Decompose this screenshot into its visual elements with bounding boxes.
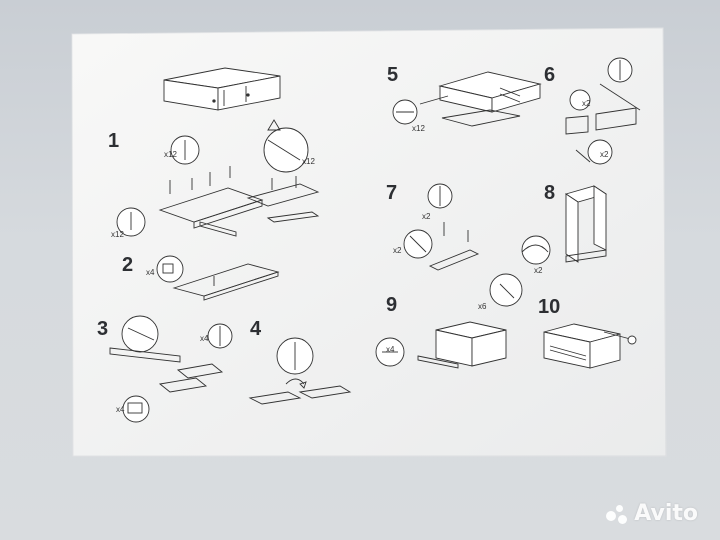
qty-label: x6 bbox=[478, 302, 487, 311]
qty-label: x4 bbox=[146, 268, 155, 277]
qty-label: x4 bbox=[116, 405, 125, 414]
qty-label: x2 bbox=[422, 212, 431, 221]
step-number-8: 8 bbox=[544, 182, 556, 204]
step-6-illustration bbox=[565, 57, 641, 165]
avito-watermark: Avito bbox=[604, 501, 698, 526]
step-4-illustration bbox=[248, 337, 352, 405]
qty-label: x4 bbox=[200, 334, 209, 343]
step-number-4: 4 bbox=[250, 318, 262, 340]
step-5-illustration bbox=[392, 71, 542, 127]
step-number-1: 1 bbox=[108, 130, 120, 152]
qty-label: x12 bbox=[111, 230, 124, 239]
qty-label: x2 bbox=[393, 246, 402, 255]
step-9-illustration bbox=[375, 273, 523, 369]
step-number-5: 5 bbox=[387, 64, 399, 86]
avito-logo-icon bbox=[604, 503, 630, 525]
step-10-illustration bbox=[543, 323, 637, 369]
qty-label: x4 bbox=[386, 345, 395, 354]
step-number-2: 2 bbox=[122, 254, 134, 276]
qty-label: x12 bbox=[164, 150, 177, 159]
qty-label: x2 bbox=[534, 266, 543, 275]
step-2-illustration bbox=[156, 255, 280, 301]
qty-label: x2 bbox=[600, 150, 609, 159]
qty-label: x12 bbox=[412, 124, 425, 133]
cabinet-illustration bbox=[163, 67, 281, 111]
step-number-7: 7 bbox=[386, 182, 398, 204]
step-7-illustration bbox=[403, 183, 480, 271]
step-number-3: 3 bbox=[97, 318, 109, 340]
watermark-text: Avito bbox=[634, 501, 698, 526]
step-number-10: 10 bbox=[538, 296, 561, 318]
qty-label: x2 bbox=[582, 99, 591, 108]
step-8-illustration bbox=[521, 185, 608, 265]
step-number-9: 9 bbox=[386, 294, 398, 316]
qty-label: x12 bbox=[302, 157, 315, 166]
step-1-illustration bbox=[116, 119, 320, 237]
step-3-illustration bbox=[109, 315, 233, 423]
step-number-6: 6 bbox=[544, 64, 556, 86]
